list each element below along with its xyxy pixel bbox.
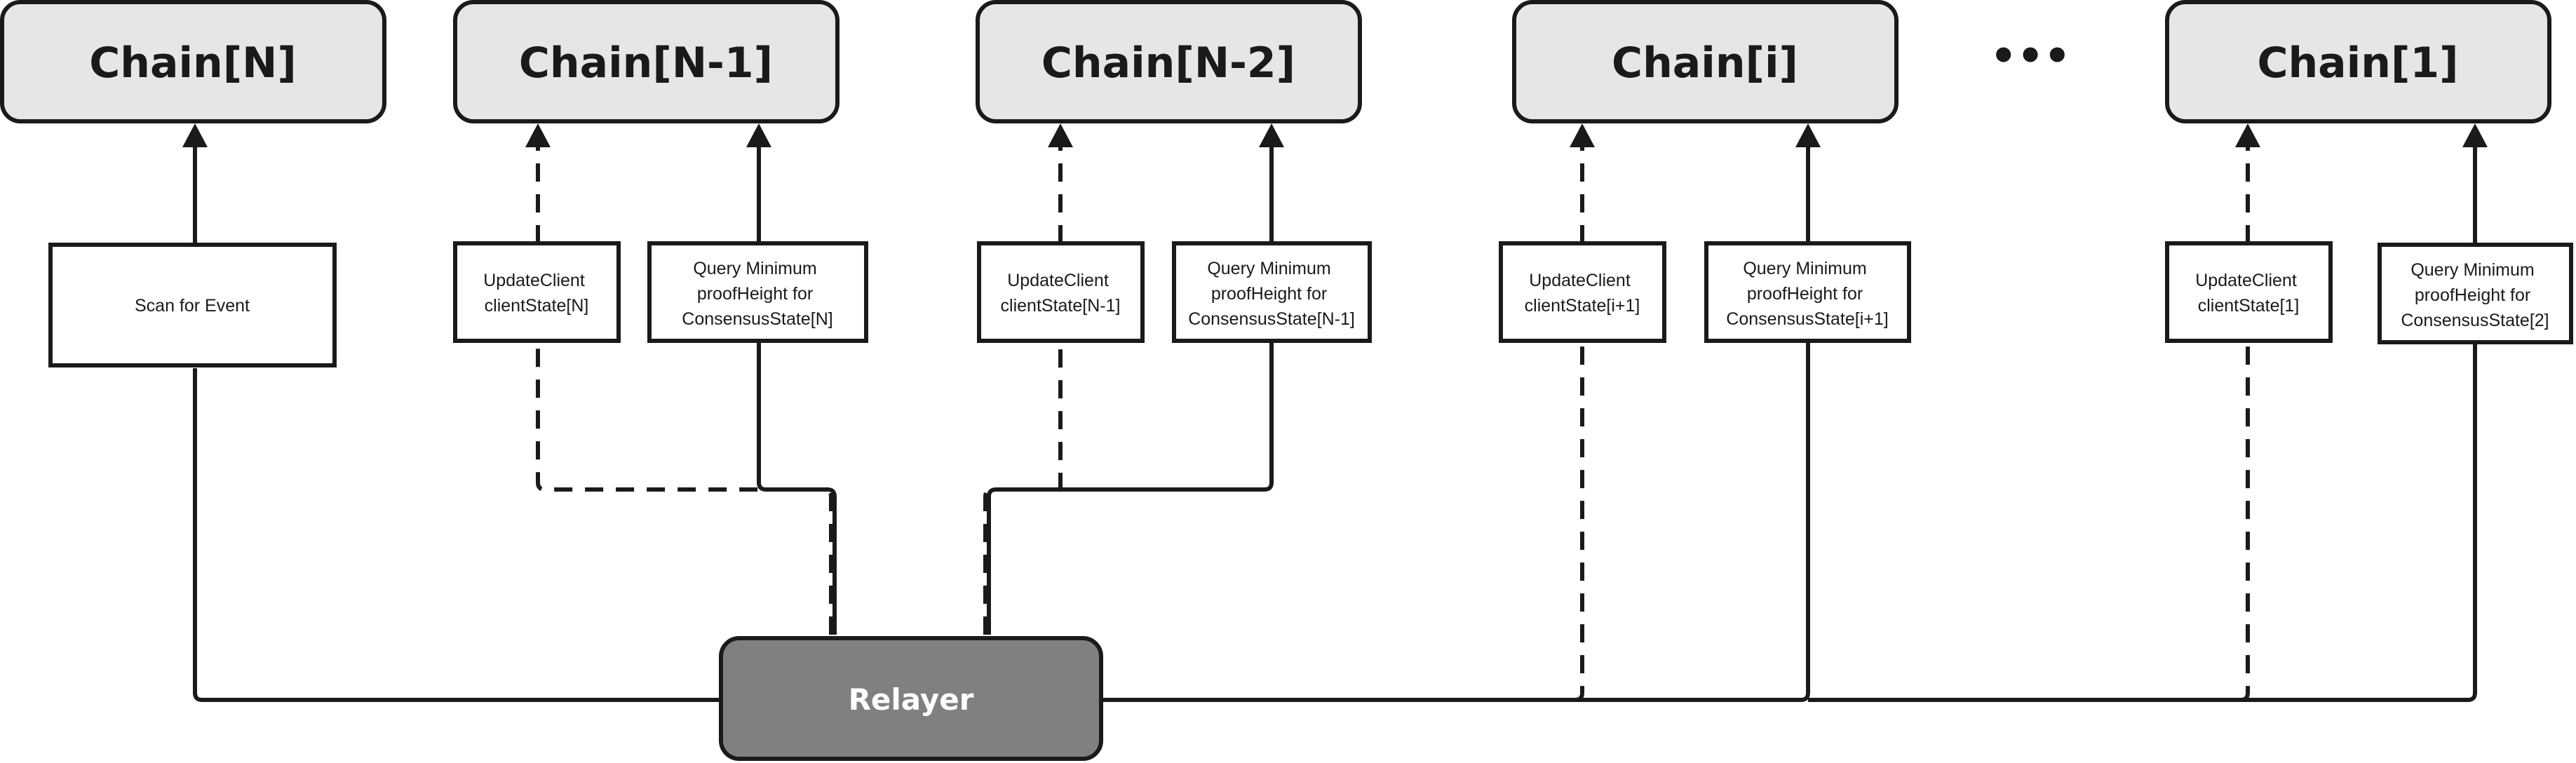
op-update-i-plus-1-line-1: UpdateClient: [1529, 271, 1631, 290]
svg-text:Query Minimum proofHeigh: Query Minimum proofHeight for ConsensusS…: [1726, 259, 1888, 329]
chain-node-1: Chain[1]: [2165, 0, 2551, 123]
svg-text:Scan for Event: Scan for Event: [135, 296, 250, 316]
svg-text:UpdateClient clientState: UpdateClient clientState[N-1]: [1001, 271, 1121, 316]
op-update-n-minus-1-line-2: clientState[N-1]: [1001, 296, 1121, 316]
op-query-n-line-2: proofHeight for: [697, 284, 813, 304]
chain-node-n: Chain[N]: [0, 0, 386, 123]
chain-i-label: Chain[i]: [1612, 39, 1798, 88]
op-update-1-line-2: clientState[1]: [2198, 296, 2300, 316]
ellipsis-label: •••: [1990, 32, 2070, 81]
op-query-i-plus-1-line-2: proofHeight for: [1747, 284, 1863, 304]
connector-update-client-i-plus-1: [1101, 123, 1595, 702]
op-update-n-line-1: UpdateClient: [483, 271, 585, 290]
op-query-consensus-i-plus-1: Query Minimum proofHeight for ConsensusS…: [1704, 241, 1911, 343]
op-query-consensus-n: Query Minimum proofHeight for ConsensusS…: [647, 241, 868, 343]
connector-scan-to-chain-n: [182, 123, 722, 702]
relayer-node: Relayer: [719, 636, 1103, 761]
op-query-i-plus-1-line-1: Query Minimum: [1743, 259, 1866, 278]
op-query-n-minus-1-line-1: Query Minimum: [1207, 259, 1330, 278]
connector-update-client-1: [1808, 123, 2260, 702]
connector-query-consensus-i-plus-1: [1575, 123, 1821, 702]
connector-query-consensus-n: [746, 123, 837, 635]
svg-text:Query Minimum proofHeigh: Query Minimum proofHeight for ConsensusS…: [2401, 260, 2549, 330]
op-update-1-line-1: UpdateClient: [2195, 271, 2297, 290]
op-query-i-plus-1-line-3: ConsensusState[i+1]: [1726, 309, 1888, 329]
op-query-n-minus-1-line-2: proofHeight for: [1211, 284, 1327, 304]
connector-query-consensus-n-minus-1: [987, 123, 1284, 635]
connector-query-consensus-2: [2241, 123, 2488, 702]
op-query-n-line-3: ConsensusState[N]: [682, 309, 832, 329]
op-update-client-n-minus-1: UpdateClient clientState[N-1]: [977, 241, 1145, 343]
chain-n-label: Chain[N]: [89, 39, 297, 88]
op-query-2-line-1: Query Minimum: [2410, 260, 2534, 280]
chain-n-minus-2-label: Chain[N-2]: [1041, 39, 1295, 88]
op-query-consensus-2: Query Minimum proofHeight for ConsensusS…: [2378, 243, 2573, 344]
chain-node-i: Chain[i]: [1512, 0, 1899, 123]
op-update-n-minus-1-line-1: UpdateClient: [1007, 271, 1109, 290]
svg-text:Query Minimum proofHeigh: Query Minimum proofHeight for ConsensusS…: [682, 259, 832, 329]
svg-text:UpdateClient clientState: UpdateClient clientState[i+1]: [1525, 271, 1640, 316]
op-update-i-plus-1-line-2: clientState[i+1]: [1525, 296, 1640, 316]
svg-text:UpdateClient clientState: UpdateClient clientState[N]: [483, 271, 589, 316]
op-query-n-minus-1-line-3: ConsensusState[N-1]: [1188, 309, 1355, 329]
op-update-client-1: UpdateClient clientState[1]: [2165, 241, 2333, 343]
chain-1-label: Chain[1]: [2257, 39, 2458, 88]
op-scan-line-1: Scan for Event: [135, 296, 250, 316]
op-update-client-n: UpdateClient clientState[N]: [453, 241, 621, 343]
svg-text:Query Minimum proofHeigh: Query Minimum proofHeight for ConsensusS…: [1188, 259, 1355, 329]
op-update-n-line-2: clientState[N]: [485, 296, 589, 316]
connector-update-client-n-minus-1: [983, 123, 1073, 635]
op-query-2-line-2: proofHeight for: [2415, 285, 2530, 305]
chain-n-minus-1-label: Chain[N-1]: [519, 39, 773, 88]
op-update-client-i-plus-1: UpdateClient clientState[i+1]: [1499, 241, 1666, 343]
op-query-2-line-3: ConsensusState[2]: [2401, 311, 2549, 330]
op-query-n-line-1: Query Minimum: [693, 259, 816, 278]
chain-node-n-minus-2: Chain[N-2]: [976, 0, 1362, 123]
svg-text:UpdateClient clientState: UpdateClient clientState[1]: [2195, 271, 2301, 316]
connector-update-client-n: [525, 123, 833, 635]
relayer-label: Relayer: [849, 682, 974, 717]
chain-node-n-minus-1: Chain[N-1]: [453, 0, 839, 123]
op-scan-for-event: Scan for Event: [48, 243, 337, 367]
op-query-consensus-n-minus-1: Query Minimum proofHeight for ConsensusS…: [1172, 241, 1372, 343]
